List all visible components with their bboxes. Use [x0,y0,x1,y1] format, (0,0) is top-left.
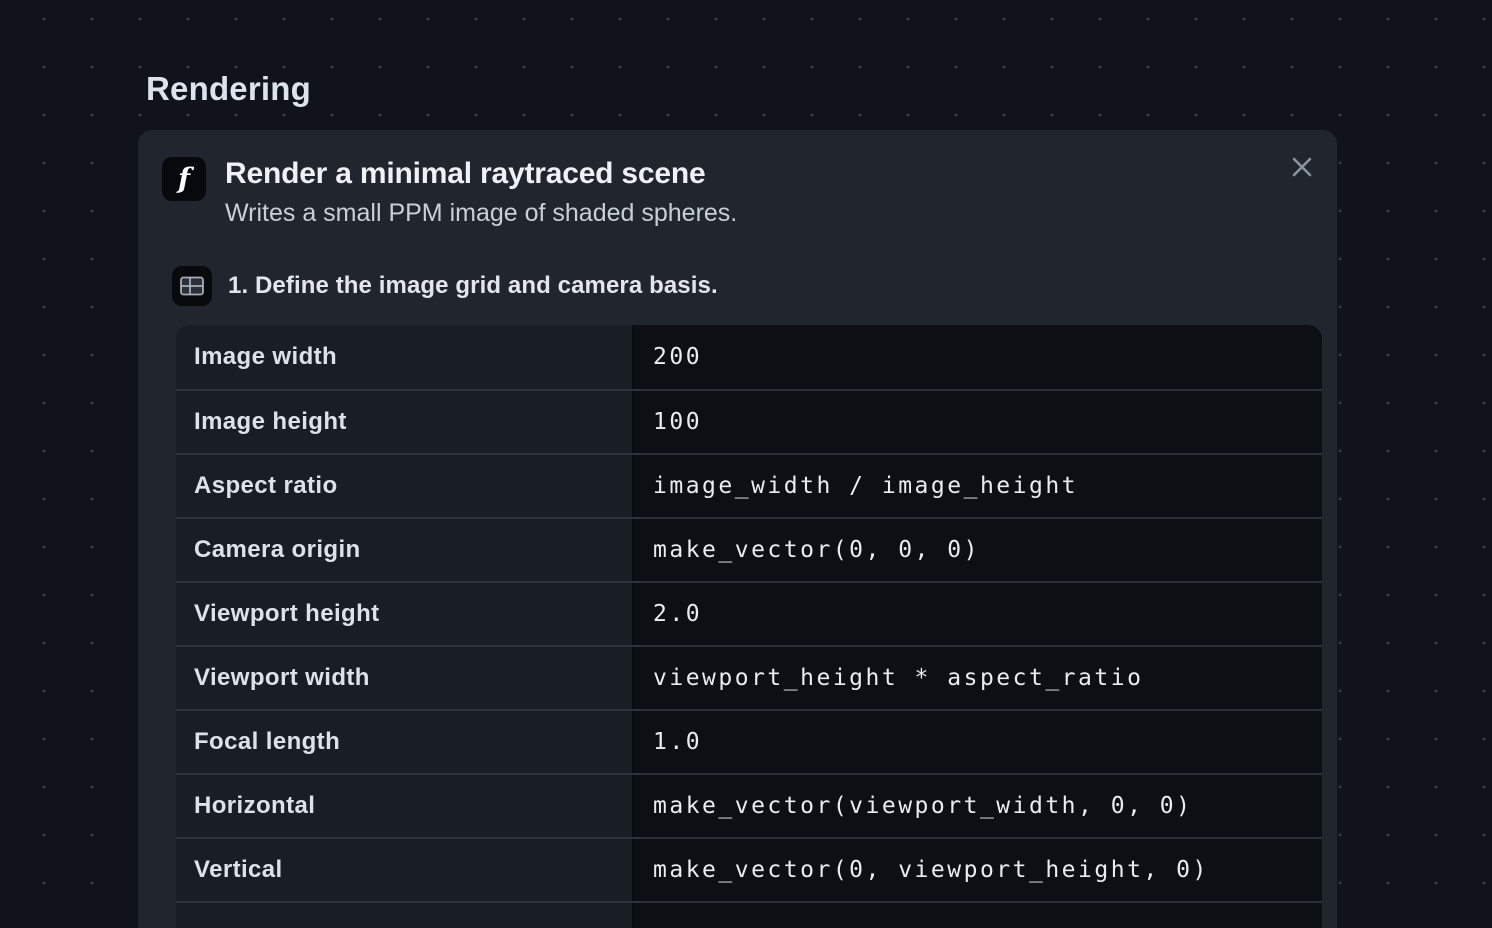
page-title: Rendering [146,70,311,107]
card-header: f Render a minimal raytraced scene Write… [162,157,737,228]
function-card: f Render a minimal raytraced scene Write… [138,130,1337,928]
row-label: Vertical [176,839,632,901]
row-value: make_vector(0, 0, 0) [632,519,1322,581]
row-value: make_vector(0, viewport_height, 0) [632,839,1322,901]
table-row: Viewport height 2.0 [176,581,1322,645]
row-value: viewport_height * aspect_ratio [632,647,1322,709]
table-row: Horizontal make_vector(viewport_width, 0… [176,773,1322,837]
function-f-icon: f [162,157,206,201]
row-label: Viewport width [176,647,632,709]
table-row-partial [176,901,1322,928]
row-label [176,903,632,928]
table-row: Aspect ratio image_width / image_height [176,453,1322,517]
row-label: Horizontal [176,775,632,837]
card-subtitle: Writes a small PPM image of shaded spher… [225,199,738,227]
close-button[interactable] [1289,154,1315,180]
table-row: Camera origin make_vector(0, 0, 0) [176,517,1322,581]
row-label: Aspect ratio [176,455,632,517]
row-label: Viewport height [176,583,632,645]
table-row: Vertical make_vector(0, viewport_height,… [176,837,1322,901]
row-value [632,903,1322,928]
row-label: Focal length [176,711,632,773]
definition-table: Image width 200 Image height 100 Aspect … [176,325,1322,928]
row-value: 2.0 [632,583,1322,645]
table-row: Focal length 1.0 [176,709,1322,773]
table-row: Image height 100 [176,389,1322,453]
row-label: Image height [176,391,632,453]
row-value: 1.0 [632,711,1322,773]
card-title: Render a minimal raytraced scene [225,157,706,190]
row-value: make_vector(viewport_width, 0, 0) [632,775,1322,837]
row-value: image_width / image_height [632,455,1322,517]
section-title: 1. Define the image grid and camera basi… [228,272,718,299]
row-value: 100 [632,391,1322,453]
section-header: 1. Define the image grid and camera basi… [172,266,718,306]
table-row: Image width 200 [176,325,1322,389]
row-value: 200 [632,325,1322,389]
close-x-icon [1292,157,1312,177]
row-label: Camera origin [176,519,632,581]
table-row: Viewport width viewport_height * aspect_… [176,645,1322,709]
table-icon [172,266,212,306]
row-label: Image width [176,325,632,389]
